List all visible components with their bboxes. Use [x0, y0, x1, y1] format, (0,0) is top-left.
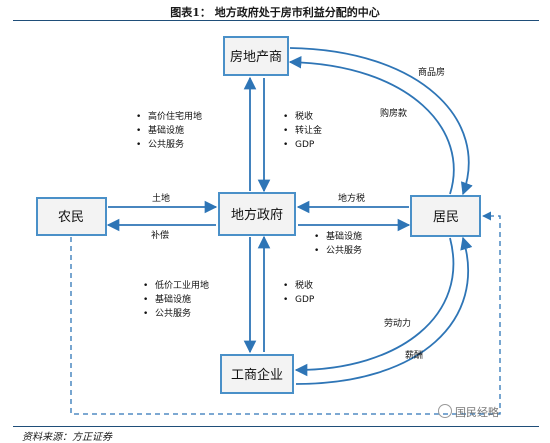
svg-text:•: • — [283, 112, 288, 122]
list-item: 公共服务 — [155, 307, 191, 319]
list-gov-to-dev: • 高价住宅用地 • 基础设施 • 公共服务 — [136, 110, 202, 150]
arrow-dev-to-resident-house — [289, 47, 473, 196]
node-resident-label: 居民 — [433, 210, 459, 225]
list-item: 高价住宅用地 — [148, 110, 202, 122]
list-item: 低价工业用地 — [155, 279, 209, 291]
label-labor: 劳动力 — [384, 317, 411, 329]
svg-text:•: • — [136, 140, 141, 150]
svg-text:•: • — [283, 295, 288, 305]
svg-text:•: • — [136, 126, 141, 136]
list-item: 公共服务 — [148, 138, 184, 150]
label-salary: 薪酬 — [405, 349, 423, 361]
bottom-rule — [13, 426, 539, 427]
list-item: 转让金 — [295, 124, 322, 136]
node-developer-label: 房地产商 — [230, 49, 282, 65]
node-enterprise: 工商企业 — [220, 354, 294, 394]
svg-text:•: • — [283, 281, 288, 291]
svg-text:•: • — [314, 232, 319, 242]
list-item: 基础设施 — [326, 230, 362, 242]
node-resident: 居民 — [410, 195, 481, 237]
svg-text:•: • — [283, 140, 288, 150]
svg-text:•: • — [283, 126, 288, 136]
label-local-tax: 地方税 — [338, 192, 365, 204]
node-farmer-label: 农民 — [58, 210, 84, 225]
list-gov-to-ent: • 低价工业用地 • 基础设施 • 公共服务 — [143, 279, 209, 319]
svg-text:•: • — [143, 309, 148, 319]
dashed-loop — [70, 211, 501, 415]
node-enterprise-label: 工商企业 — [231, 367, 283, 383]
source-note: 资料来源：方正证券 — [22, 432, 112, 443]
node-government: 地方政府 — [218, 192, 296, 236]
arrow-ent-to-resident-salary — [295, 236, 473, 385]
label-house-payment: 购房款 — [380, 107, 407, 119]
list-gov-to-resident: • 基础设施 • 公共服务 — [314, 230, 362, 256]
list-item: GDP — [295, 140, 315, 150]
list-item: GDP — [295, 295, 315, 305]
svg-text:•: • — [143, 281, 148, 291]
node-farmer: 农民 — [36, 197, 107, 236]
arrow-resident-to-ent-labor — [294, 237, 455, 377]
svg-text:•: • — [143, 295, 148, 305]
svg-text:•: • — [314, 246, 319, 256]
label-goods-house: 商品房 — [418, 66, 445, 78]
list-item: 基础设施 — [148, 124, 184, 136]
node-developer: 房地产商 — [223, 36, 289, 76]
label-compensation: 补偿 — [151, 229, 169, 241]
watermark: 国民经略 — [438, 404, 499, 420]
title-rule — [13, 20, 539, 21]
list-ent-to-gov: • 税收 • GDP — [283, 279, 315, 305]
list-item: 公共服务 — [326, 244, 362, 256]
wechat-icon — [438, 404, 452, 418]
list-dev-to-gov: • 税收 • 转让金 • GDP — [283, 110, 322, 150]
watermark-text: 国民经略 — [455, 406, 499, 419]
node-government-label: 地方政府 — [231, 207, 283, 223]
arrow-resident-to-dev-payment — [288, 55, 455, 195]
list-item: 基础设施 — [155, 293, 191, 305]
svg-text:•: • — [136, 112, 141, 122]
figure-title: 图表1： 地方政府处于房市利益分配的中心 — [170, 6, 380, 19]
list-item: 税收 — [295, 110, 313, 122]
list-item: 税收 — [295, 279, 313, 291]
label-land: 土地 — [152, 192, 170, 204]
